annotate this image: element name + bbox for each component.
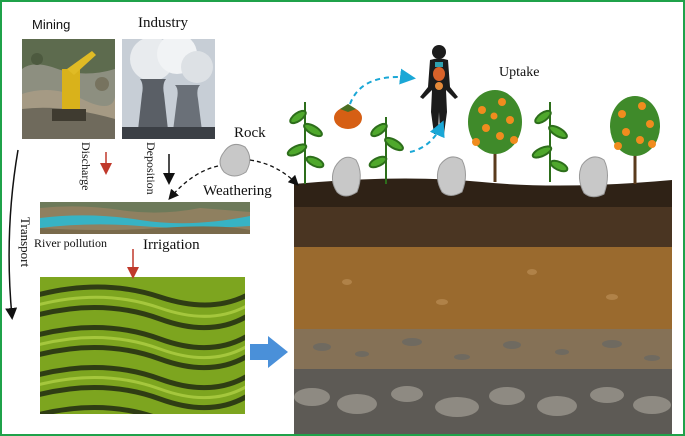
power-plant-photo — [122, 39, 215, 139]
orange-tree-icon — [610, 96, 660, 184]
big-flow-arrow — [250, 336, 288, 368]
rock-icon — [331, 156, 361, 197]
seedling-icon — [286, 102, 325, 184]
weathering-arrow — [249, 159, 299, 186]
discharge-label: Discharge — [79, 142, 93, 191]
transport-arrow — [5, 149, 19, 320]
mining-label: Mining — [32, 17, 71, 32]
seedling-icon — [368, 117, 404, 184]
industry-label: Industry — [138, 15, 188, 31]
transport-label: Transport — [18, 217, 33, 268]
deposition-label: Deposition — [144, 142, 158, 195]
rock-icon — [436, 156, 466, 196]
weathering-label: Weathering — [203, 183, 272, 199]
river-pollution-label: River pollution — [34, 236, 107, 250]
uptake-label: Uptake — [499, 65, 540, 80]
seedling-icon — [531, 102, 569, 182]
rock-icon — [578, 156, 608, 198]
rock-icon — [219, 143, 251, 177]
orange-tree-icon — [468, 90, 522, 182]
persimmon-icon — [334, 104, 362, 129]
river-photo — [40, 202, 250, 234]
terraced-field-photo — [40, 277, 245, 414]
uptake-arrow — [349, 68, 416, 105]
uptake-arrow — [409, 120, 445, 153]
human-body-icon — [420, 45, 458, 134]
irrigation-label: Irrigation — [143, 237, 200, 253]
mining-photo — [22, 39, 115, 139]
rock-label: Rock — [234, 125, 266, 141]
